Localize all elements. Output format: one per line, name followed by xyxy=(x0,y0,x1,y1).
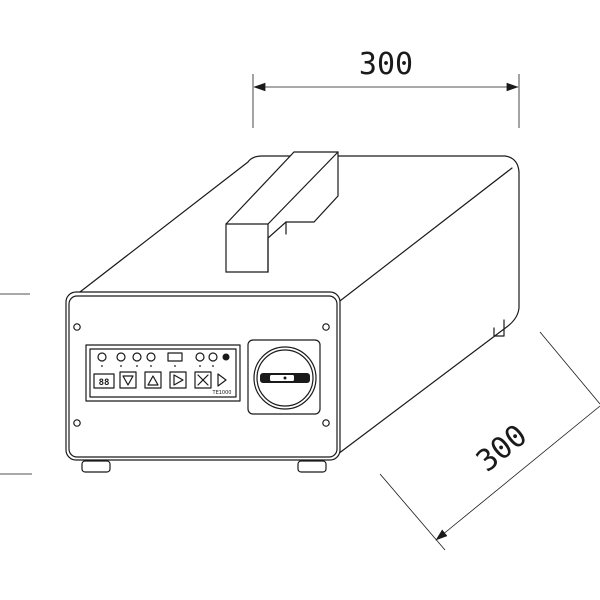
depth-dimension-label: 300 xyxy=(470,418,534,479)
up-button[interactable] xyxy=(144,371,162,389)
right-side-outline xyxy=(337,171,520,455)
function-icon-6 xyxy=(195,352,205,362)
screw-top-left-icon xyxy=(73,323,81,331)
main-switch-bezel xyxy=(253,346,317,410)
width-dimension-label: 300 xyxy=(359,47,413,82)
function-icon-row xyxy=(97,352,230,367)
front-panel: 88 TE1000 xyxy=(65,291,341,461)
up-arrow-icon xyxy=(147,375,159,386)
function-icon-8 xyxy=(222,353,230,361)
width-dimension: 300 xyxy=(252,47,520,128)
down-button-frame[interactable] xyxy=(119,371,137,389)
brand-logo-icon xyxy=(217,373,227,387)
device-body xyxy=(66,155,520,455)
function-icon-3 xyxy=(132,352,142,362)
foot-right xyxy=(297,460,327,473)
front-panel-inner xyxy=(68,295,338,458)
main-switch-indicator xyxy=(283,376,287,380)
handle-top-edge xyxy=(267,151,339,225)
control-module-inner xyxy=(89,348,237,398)
main-switch-knob-highlight xyxy=(270,375,294,381)
foot-left xyxy=(81,460,111,473)
right-button[interactable] xyxy=(169,371,187,389)
top-face-back-edge xyxy=(66,155,520,303)
rear-foot xyxy=(493,319,505,337)
right-arrow-icon xyxy=(173,374,184,386)
screw-bottom-left-icon xyxy=(73,419,81,427)
fan-button-frame[interactable] xyxy=(194,371,212,389)
screw-top-right-icon xyxy=(322,323,330,331)
main-switch[interactable] xyxy=(247,339,321,415)
control-module xyxy=(85,344,241,402)
digit-display xyxy=(93,373,115,389)
depth-extension-line-front xyxy=(379,473,446,551)
down-arrow-icon xyxy=(122,375,134,386)
screw-bottom-right-icon xyxy=(322,419,330,427)
depth-dimension: 300 xyxy=(379,331,600,551)
down-button[interactable] xyxy=(119,371,137,389)
fan-icon xyxy=(197,374,209,386)
depth-extension-line-back xyxy=(539,331,600,405)
model-code: TE1000 xyxy=(212,390,232,396)
feet xyxy=(81,460,327,473)
function-icon-5 xyxy=(167,352,183,362)
function-icon-7 xyxy=(208,352,218,362)
height-dimension-partial xyxy=(0,293,32,475)
depth-dimension-line xyxy=(435,405,600,541)
digit-display-value: 88 xyxy=(99,378,110,388)
top-right-edge xyxy=(335,167,513,305)
carry-handle xyxy=(225,151,339,273)
handle-shape xyxy=(225,151,339,273)
function-icon-2 xyxy=(116,352,126,362)
main-switch-dial xyxy=(256,349,314,407)
fan-button[interactable] xyxy=(194,371,212,389)
front-panel-outer xyxy=(65,291,341,461)
function-icon-4 xyxy=(146,352,156,362)
function-icon-1 xyxy=(97,352,107,362)
right-button-frame[interactable] xyxy=(169,371,187,389)
main-switch-housing xyxy=(247,339,321,415)
up-button-frame[interactable] xyxy=(144,371,162,389)
